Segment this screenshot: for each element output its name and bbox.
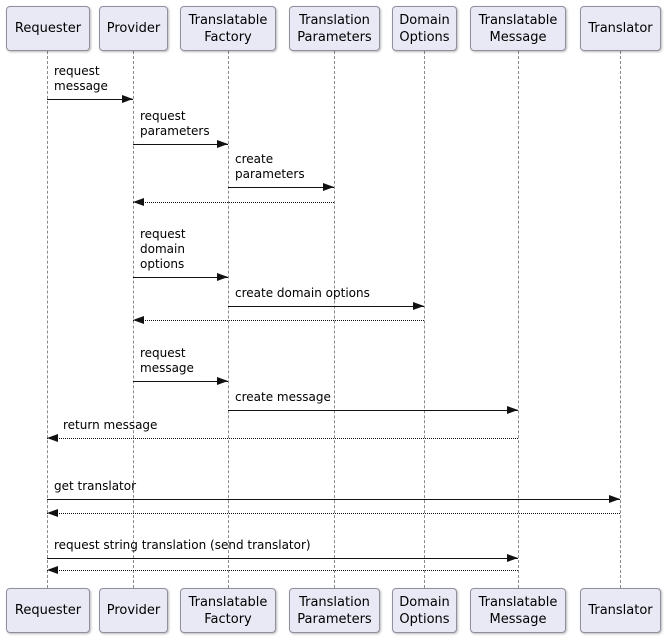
participant-top-domain-options: Domain Options xyxy=(392,6,457,51)
participant-top-provider: Provider xyxy=(99,6,168,51)
lifeline-translation-parameters xyxy=(334,51,335,588)
participant-label: Provider xyxy=(106,21,161,36)
message-arrow xyxy=(133,202,334,203)
lifeline-translatable-factory xyxy=(228,51,229,588)
participant-label: Domain Options xyxy=(399,12,450,45)
participant-label: Domain Options xyxy=(399,594,450,627)
arrowhead-icon xyxy=(217,377,228,385)
message-arrow xyxy=(47,513,620,514)
message-label: create message xyxy=(235,390,331,404)
arrowhead-icon xyxy=(133,316,144,324)
message-label: get translator xyxy=(54,479,137,493)
message-label: request message xyxy=(140,346,194,375)
participant-bottom-provider: Provider xyxy=(99,588,168,633)
participant-top-translator: Translator xyxy=(580,6,661,51)
lifeline-domain-options xyxy=(424,51,425,588)
message-arrow xyxy=(47,570,518,571)
message-arrow xyxy=(228,306,424,307)
lifeline-translator xyxy=(620,51,621,588)
arrowhead-icon xyxy=(609,495,620,503)
participant-bottom-translatable-factory: Translatable Factory xyxy=(180,588,276,633)
arrowhead-icon xyxy=(217,140,228,148)
arrowhead-icon xyxy=(323,183,334,191)
participant-label: Requester xyxy=(14,603,82,618)
lifeline-translatable-message xyxy=(518,51,519,588)
message-arrow xyxy=(47,438,518,439)
participant-label: Translatable Message xyxy=(478,12,558,45)
arrowhead-icon xyxy=(47,434,58,442)
message-arrow xyxy=(133,320,424,321)
arrowhead-icon xyxy=(217,273,228,281)
participant-label: Requester xyxy=(14,21,82,36)
participant-bottom-translatable-message: Translatable Message xyxy=(470,588,566,633)
participant-top-requester: Requester xyxy=(6,6,90,51)
arrowhead-icon xyxy=(47,566,58,574)
message-arrow xyxy=(47,558,518,559)
message-arrow xyxy=(228,410,518,411)
arrowhead-icon xyxy=(122,95,133,103)
participant-bottom-translator: Translator xyxy=(580,588,661,633)
message-arrow xyxy=(47,99,133,100)
arrowhead-icon xyxy=(47,509,58,517)
participant-label: Translator xyxy=(588,603,653,618)
message-label: create domain options xyxy=(235,286,370,300)
message-label: request domain options xyxy=(140,227,186,271)
participant-label: Translation Parameters xyxy=(297,594,372,627)
message-arrow xyxy=(133,144,228,145)
participant-label: Translatable Factory xyxy=(188,594,268,627)
participant-label: Provider xyxy=(106,603,161,618)
lifeline-requester xyxy=(47,51,48,588)
message-label: request message xyxy=(54,64,108,93)
message-arrow xyxy=(228,187,334,188)
message-arrow xyxy=(47,499,620,500)
participant-label: Translatable Message xyxy=(478,594,558,627)
message-label: request parameters xyxy=(140,109,210,138)
participant-label: Translation Parameters xyxy=(297,12,372,45)
message-label: request string translation (send transla… xyxy=(54,538,311,552)
arrowhead-icon xyxy=(507,554,518,562)
participant-top-translatable-message: Translatable Message xyxy=(470,6,566,51)
arrowhead-icon xyxy=(507,406,518,414)
participant-bottom-translation-parameters: Translation Parameters xyxy=(289,588,380,633)
arrowhead-icon xyxy=(133,198,144,206)
participant-label: Translatable Factory xyxy=(188,12,268,45)
participant-label: Translator xyxy=(588,21,653,36)
message-arrow xyxy=(133,381,228,382)
participant-top-translation-parameters: Translation Parameters xyxy=(289,6,380,51)
arrowhead-icon xyxy=(413,302,424,310)
message-label: return message xyxy=(63,418,158,432)
participant-top-translatable-factory: Translatable Factory xyxy=(180,6,276,51)
participant-bottom-requester: Requester xyxy=(6,588,90,633)
participant-bottom-domain-options: Domain Options xyxy=(392,588,457,633)
message-label: create parameters xyxy=(235,152,305,181)
message-arrow xyxy=(133,277,228,278)
